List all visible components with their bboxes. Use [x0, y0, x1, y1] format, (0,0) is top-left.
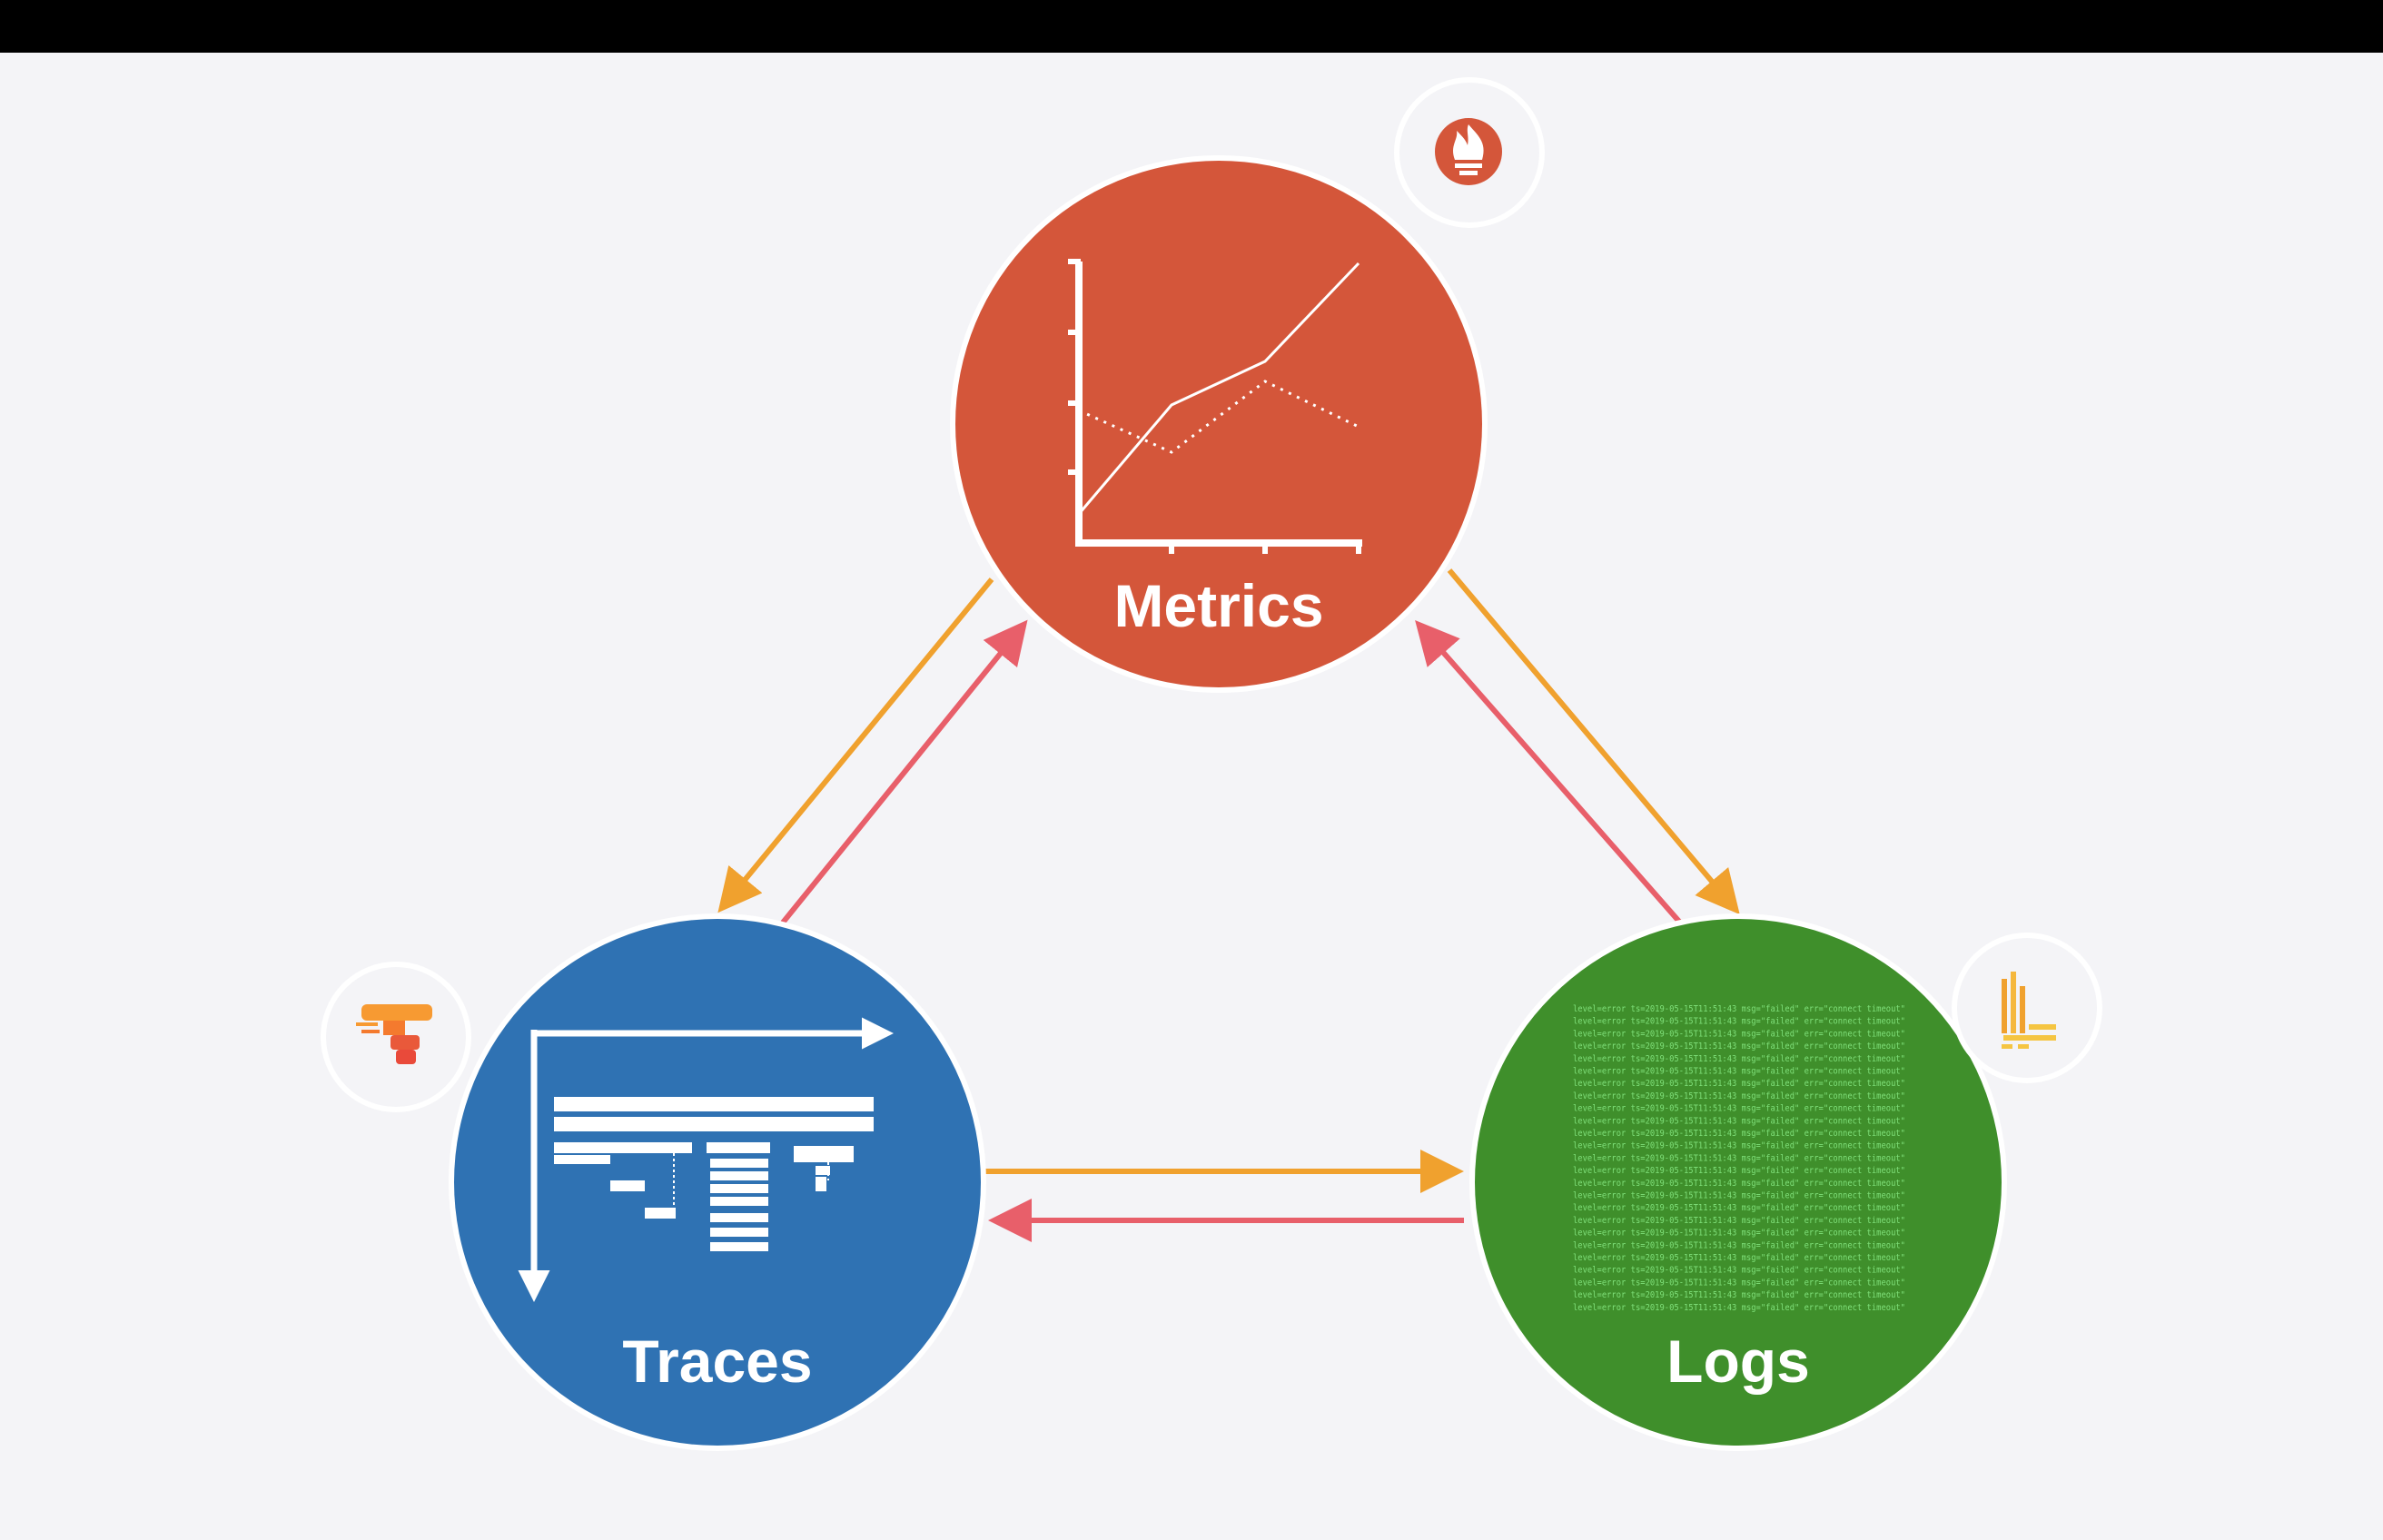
edge-traces-to-metrics: [780, 619, 1028, 924]
log-line: level=error ts=2019-05-15T11:51:43 msg="…: [1573, 1166, 1905, 1176]
metrics-label: Metrics: [1113, 572, 1323, 639]
log-line: level=error ts=2019-05-15T11:51:43 msg="…: [1573, 1079, 1905, 1089]
loki-icon: [2002, 972, 2056, 1049]
log-lines: level=error ts=2019-05-15T11:51:43 msg="…: [1573, 1004, 1905, 1313]
log-line: level=error ts=2019-05-15T11:51:43 msg="…: [1573, 1153, 1905, 1163]
prometheus-base-bar-2: [1459, 171, 1478, 175]
line-chart-icon: [1068, 259, 1362, 554]
prometheus-badge: [1394, 77, 1545, 228]
metrics-node: Metrics: [950, 155, 1488, 693]
log-line: level=error ts=2019-05-15T11:51:43 msg="…: [1573, 1203, 1905, 1213]
traces-node-fill: [454, 919, 981, 1446]
prometheus-base-bar: [1455, 163, 1482, 168]
log-line: level=error ts=2019-05-15T11:51:43 msg="…: [1573, 1004, 1905, 1014]
log-line: level=error ts=2019-05-15T11:51:43 msg="…: [1573, 1253, 1905, 1263]
top-letterbox-bar: [0, 0, 2383, 53]
logs-node: level=error ts=2019-05-15T11:51:43 msg="…: [1469, 913, 2007, 1451]
traces-label: Traces: [622, 1328, 812, 1395]
log-line: level=error ts=2019-05-15T11:51:43 msg="…: [1573, 1278, 1905, 1288]
edge-metrics-to-traces: [717, 578, 994, 913]
log-line: level=error ts=2019-05-15T11:51:43 msg="…: [1573, 1104, 1905, 1114]
loki-badge: [1952, 933, 2102, 1083]
edge-logs-to-metrics: [1415, 619, 1683, 924]
tempo-icon: [356, 1004, 432, 1064]
log-line: level=error ts=2019-05-15T11:51:43 msg="…: [1573, 1240, 1905, 1250]
log-line: level=error ts=2019-05-15T11:51:43 msg="…: [1573, 1290, 1905, 1300]
log-line: level=error ts=2019-05-15T11:51:43 msg="…: [1573, 1091, 1905, 1101]
log-line: level=error ts=2019-05-15T11:51:43 msg="…: [1573, 1029, 1905, 1039]
log-line: level=error ts=2019-05-15T11:51:43 msg="…: [1573, 1116, 1905, 1126]
waterfall-trace-icon: [518, 1017, 894, 1302]
metrics-node-fill: [955, 161, 1482, 687]
traces-node: Traces: [449, 913, 986, 1451]
log-line: level=error ts=2019-05-15T11:51:43 msg="…: [1573, 1067, 1905, 1077]
log-line: level=error ts=2019-05-15T11:51:43 msg="…: [1573, 1017, 1905, 1027]
log-line: level=error ts=2019-05-15T11:51:43 msg="…: [1573, 1191, 1905, 1201]
log-line: level=error ts=2019-05-15T11:51:43 msg="…: [1573, 1216, 1905, 1226]
prometheus-flame-shape: [1453, 124, 1484, 160]
log-line: level=error ts=2019-05-15T11:51:43 msg="…: [1573, 1041, 1905, 1051]
edge-metrics-to-logs: [1447, 568, 1740, 915]
tempo-badge: [321, 962, 471, 1112]
log-line: level=error ts=2019-05-15T11:51:43 msg="…: [1573, 1141, 1905, 1151]
log-line: level=error ts=2019-05-15T11:51:43 msg="…: [1573, 1179, 1905, 1189]
loki-badge-ring: [1952, 933, 2102, 1083]
logs-label: Logs: [1666, 1328, 1810, 1395]
log-line: level=error ts=2019-05-15T11:51:43 msg="…: [1573, 1129, 1905, 1139]
log-line: level=error ts=2019-05-15T11:51:43 msg="…: [1573, 1266, 1905, 1276]
logs-node-fill: [1475, 919, 2002, 1446]
log-line: level=error ts=2019-05-15T11:51:43 msg="…: [1573, 1054, 1905, 1064]
log-line: level=error ts=2019-05-15T11:51:43 msg="…: [1573, 1303, 1905, 1313]
log-line: level=error ts=2019-05-15T11:51:43 msg="…: [1573, 1229, 1905, 1239]
